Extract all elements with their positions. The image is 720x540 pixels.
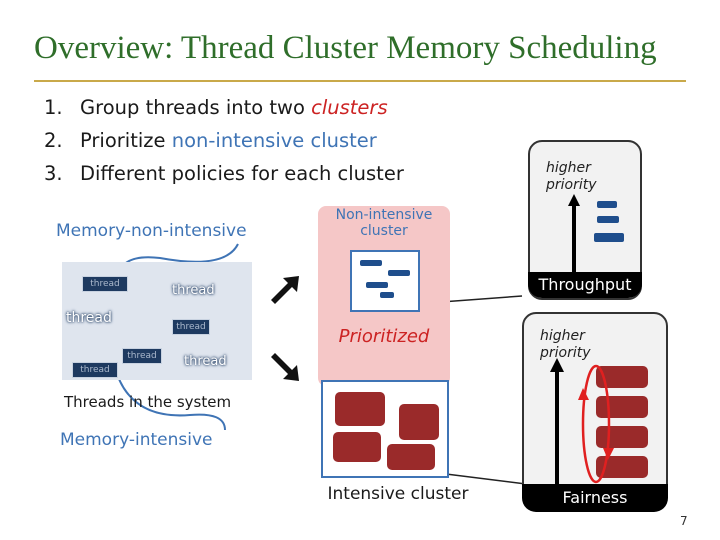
thread-bar xyxy=(366,282,388,288)
higher-priority-label: higher priority xyxy=(546,160,597,193)
non-intensive-connector xyxy=(119,243,239,271)
bullet-2-number: 2. xyxy=(44,129,63,152)
bullet-1: 1. Group threads into two clusters xyxy=(44,96,388,119)
thread-block: thread xyxy=(172,319,210,335)
thread-label-large: thread xyxy=(66,310,112,326)
thread-bar xyxy=(597,216,619,223)
threads-in-system-box: thread thread thread thread thread threa… xyxy=(62,262,252,380)
intensive-cluster-label: Intensive cluster xyxy=(327,484,469,504)
bullet-3: 3. Different policies for each cluster xyxy=(44,162,404,185)
bullet-1-highlight: clusters xyxy=(311,96,388,119)
bullet-2-highlight: non-intensive cluster xyxy=(171,129,377,152)
non-intensive-cluster-box xyxy=(350,250,420,312)
prioritized-label: Prioritized xyxy=(338,326,430,347)
higher-priority-label: higher priority xyxy=(540,328,591,361)
page-number: 7 xyxy=(680,514,688,528)
bullet-1-number: 1. xyxy=(44,96,63,119)
thread-bar xyxy=(380,292,394,298)
thread-bar xyxy=(388,270,410,276)
thread-bar xyxy=(360,260,382,266)
bullet-3-text: Different policies for each cluster xyxy=(80,162,404,185)
intensive-cluster-box xyxy=(321,380,449,478)
bullet-3-number: 3. xyxy=(44,162,63,185)
fairness-label: Fairness xyxy=(522,484,668,512)
memory-intensive-label: Memory-intensive xyxy=(60,430,213,450)
thread-bar xyxy=(597,201,617,208)
title-divider xyxy=(34,80,686,82)
thread-bar xyxy=(594,233,624,242)
threads-in-system-caption: Threads in the system xyxy=(64,393,232,411)
bullet-1-text: Group threads into two xyxy=(80,96,312,119)
thread-block: thread xyxy=(72,362,118,378)
non-intensive-cluster-label: Non-intensive cluster xyxy=(335,207,433,239)
intensive-thread-box xyxy=(387,444,435,470)
thread-block: thread xyxy=(122,348,162,364)
intensive-thread-box xyxy=(596,456,648,478)
thread-label-large: thread xyxy=(184,354,227,369)
arrow-down-right-icon xyxy=(271,353,299,381)
page-title: Overview: Thread Cluster Memory Scheduli… xyxy=(34,30,657,66)
thread-block: thread xyxy=(82,276,128,292)
throughput-label: Throughput xyxy=(528,272,642,298)
memory-non-intensive-label: Memory-non-intensive xyxy=(56,221,247,241)
priority-arrow-icon xyxy=(550,358,564,486)
intensive-thread-box xyxy=(399,404,439,440)
thread-label-large: thread xyxy=(172,283,215,298)
bullet-2-text: Prioritize xyxy=(80,129,172,152)
intensive-connector xyxy=(114,367,226,431)
intensive-thread-box xyxy=(335,392,385,426)
priority-arrow-icon xyxy=(568,194,580,280)
fairness-leader-line xyxy=(445,473,535,486)
intensive-thread-box xyxy=(333,432,381,462)
fairness-policy-panel: higher priority xyxy=(522,312,668,508)
arrow-up-right-icon xyxy=(271,276,299,304)
intensive-thread-box xyxy=(596,366,648,388)
rotation-loop-icon xyxy=(578,364,614,484)
bullet-2: 2. Prioritize non-intensive cluster xyxy=(44,129,377,152)
